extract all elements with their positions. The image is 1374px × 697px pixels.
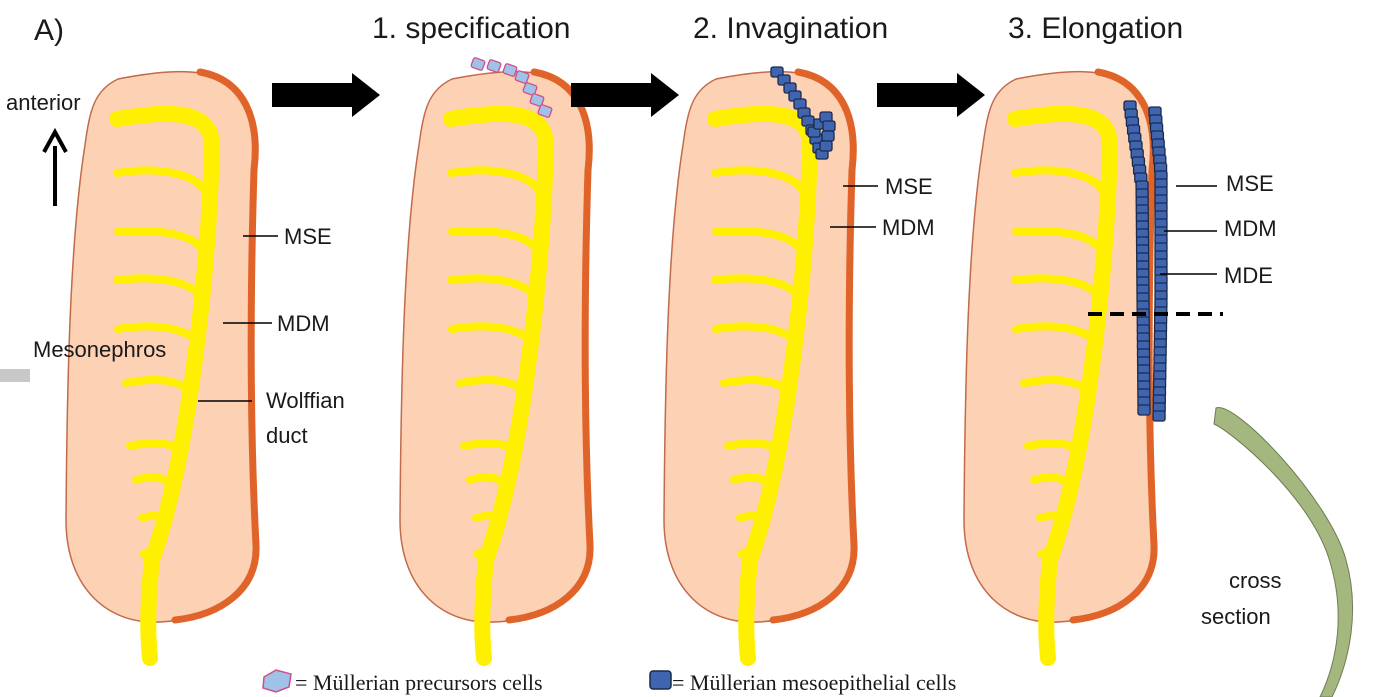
label-mesonephros: Mesonephros [33,337,166,362]
cross-section-arc [1214,408,1353,697]
anterior-arrow-icon [44,132,66,206]
cross-section-label-line2: section [1201,604,1271,629]
panel-label: A) [34,14,64,47]
svg-text:= Müllerian mesoepithelial cel: = Müllerian mesoepithelial cells [672,670,956,695]
svg-text:MSE: MSE [885,174,933,199]
svg-text:MSE: MSE [284,224,332,249]
gray-bar [0,369,30,382]
stage-title-invagination: 2. Invagination [693,12,888,45]
flow-arrow-icon [272,73,380,117]
svg-text:MSE: MSE [1226,171,1274,196]
flow-arrow-icon [877,73,985,117]
cell [1153,411,1165,421]
cell [822,131,834,141]
cell [487,59,502,73]
cell [471,57,486,71]
stage-title-specification: 1. specification [372,12,570,45]
flow-arrow-icon [571,73,679,117]
precursor-cell-icon [263,670,291,692]
mesonephros-elongation [964,72,1154,658]
label-mse-invagination: MSE [843,174,933,199]
cell [820,141,832,151]
svg-text:MDM: MDM [1224,216,1277,241]
svg-text:MDE: MDE [1224,263,1273,288]
svg-text:MDM: MDM [277,311,330,336]
label-mdm-elongation: MDM [1164,216,1277,241]
mesoepithelial-cell-icon [650,671,671,689]
stage-title-elongation: 3. Elongation [1008,12,1183,45]
svg-text:duct: duct [266,423,308,448]
svg-text:= Müllerian precursors cells: = Müllerian precursors cells [295,670,543,695]
mesonephros-specification [400,72,590,658]
cell [1138,405,1150,415]
cross-section-label-line1: cross [1229,568,1282,593]
svg-text:MDM: MDM [882,215,935,240]
mesonephros-baseline [66,72,256,658]
legend-precursor: = Müllerian precursors cells [263,670,543,695]
legend-mesoepithelial: = Müllerian mesoepithelial cells [650,670,956,695]
svg-text:Wolffian: Wolffian [266,388,345,413]
label-mde-elongation: MDE [1160,263,1273,288]
anterior-label: anterior [6,90,81,115]
cell [823,121,835,131]
label-mse-elongation: MSE [1176,171,1274,196]
label-mse: MSE [243,224,332,249]
